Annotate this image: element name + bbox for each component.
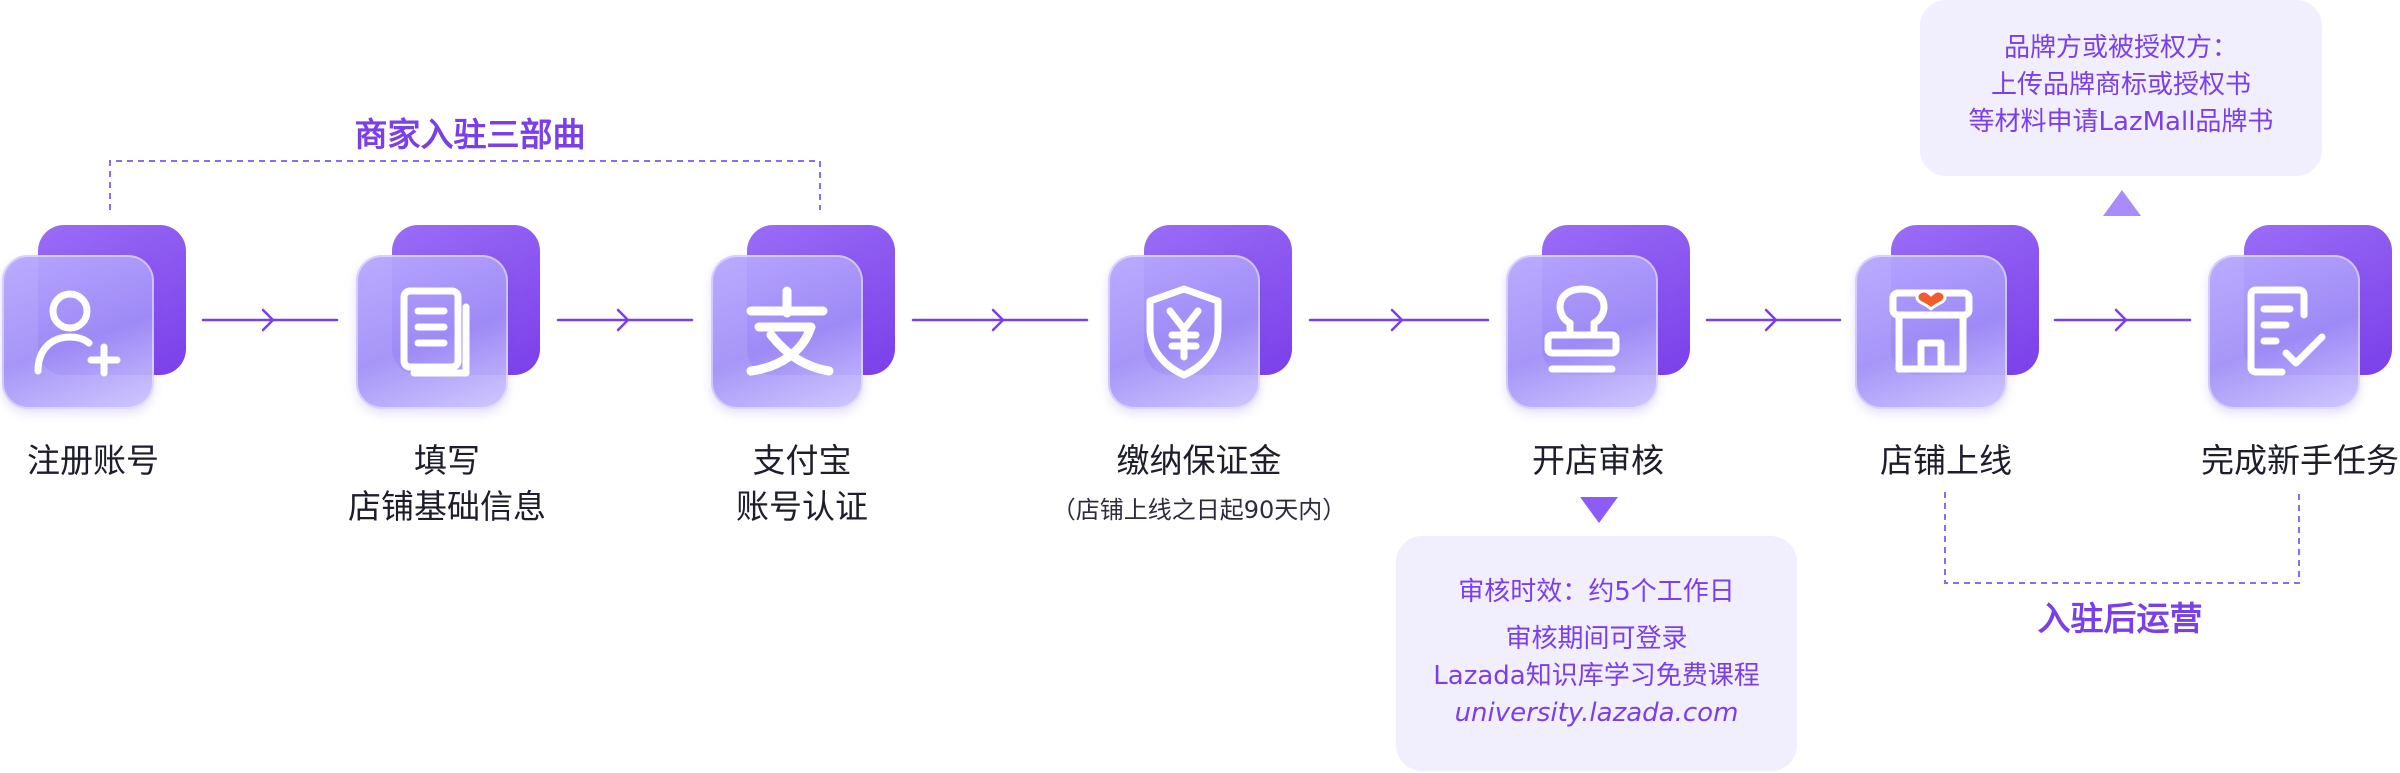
connector-arrow-6-7 xyxy=(2053,308,2192,332)
review-info-pointer xyxy=(1580,497,1618,523)
operation-section-title: 入驻后运营 xyxy=(2037,599,2203,638)
brand-info-pointer xyxy=(2103,190,2141,216)
step-6-label: 店铺上线 xyxy=(1880,441,2012,480)
step-7-icon-tile xyxy=(2208,225,2393,410)
operation-bracket xyxy=(1944,492,2300,584)
shield-yuan-icon xyxy=(1146,285,1222,379)
brand-upload-text: 上传品牌商标或授权书 xyxy=(1990,70,2251,100)
step-2-label: 填写 店铺基础信息 xyxy=(348,441,546,526)
step-7-label: 完成新手任务 xyxy=(2201,441,2399,480)
step-3-label: 支付宝 账号认证 xyxy=(736,441,868,526)
alipay-icon xyxy=(746,286,834,376)
step-4-icon-tile xyxy=(1108,225,1293,410)
connector-arrow-5-6 xyxy=(1705,308,1842,332)
onboarding-bracket xyxy=(109,160,821,210)
step-5-label: 开店审核 xyxy=(1532,441,1664,480)
document-icon xyxy=(400,287,470,377)
stamp-icon xyxy=(1544,285,1620,373)
review-course-text: Lazada知识库学习免费课程 xyxy=(1433,661,1760,691)
review-info-box: 审核时效：约5个工作日 审核期间可登录 Lazada知识库学习免费课程 univ… xyxy=(1396,536,1797,771)
connector-arrow-1-2 xyxy=(201,308,339,332)
brand-owner-text: 品牌方或被授权方： xyxy=(2003,33,2238,63)
review-duration-text: 审核时效：约5个工作日 xyxy=(1458,577,1735,607)
step-4-label: 缴纳保证金 xyxy=(1116,441,1282,480)
onboarding-section-title: 商家入驻三部曲 xyxy=(354,115,586,154)
connector-arrow-2-3 xyxy=(556,308,694,332)
step-1-label: 注册账号 xyxy=(27,441,159,480)
university-link[interactable]: university.lazada.com xyxy=(1454,698,1739,728)
step-5-icon-tile xyxy=(1506,225,1691,410)
brand-info-box: 品牌方或被授权方： 上传品牌商标或授权书 等材料申请LazMall品牌书 xyxy=(1920,0,2322,176)
step-3-icon-tile xyxy=(711,225,896,410)
connector-arrow-4-5 xyxy=(1308,308,1490,332)
review-login-text: 审核期间可登录 xyxy=(1505,624,1688,654)
step-2-icon-tile xyxy=(356,225,541,410)
brand-apply-text: 等材料申请LazMall品牌书 xyxy=(1968,107,2274,137)
task-check-icon xyxy=(2247,286,2326,376)
step-1-icon-tile xyxy=(2,225,187,410)
connector-arrow-3-4 xyxy=(911,308,1089,332)
step-4-deposit-deadline: （店铺上线之日起90天内） xyxy=(1051,496,1347,524)
step-6-icon-tile xyxy=(1855,225,2040,410)
store-icon xyxy=(1889,289,1973,373)
user-plus-icon xyxy=(34,290,121,377)
